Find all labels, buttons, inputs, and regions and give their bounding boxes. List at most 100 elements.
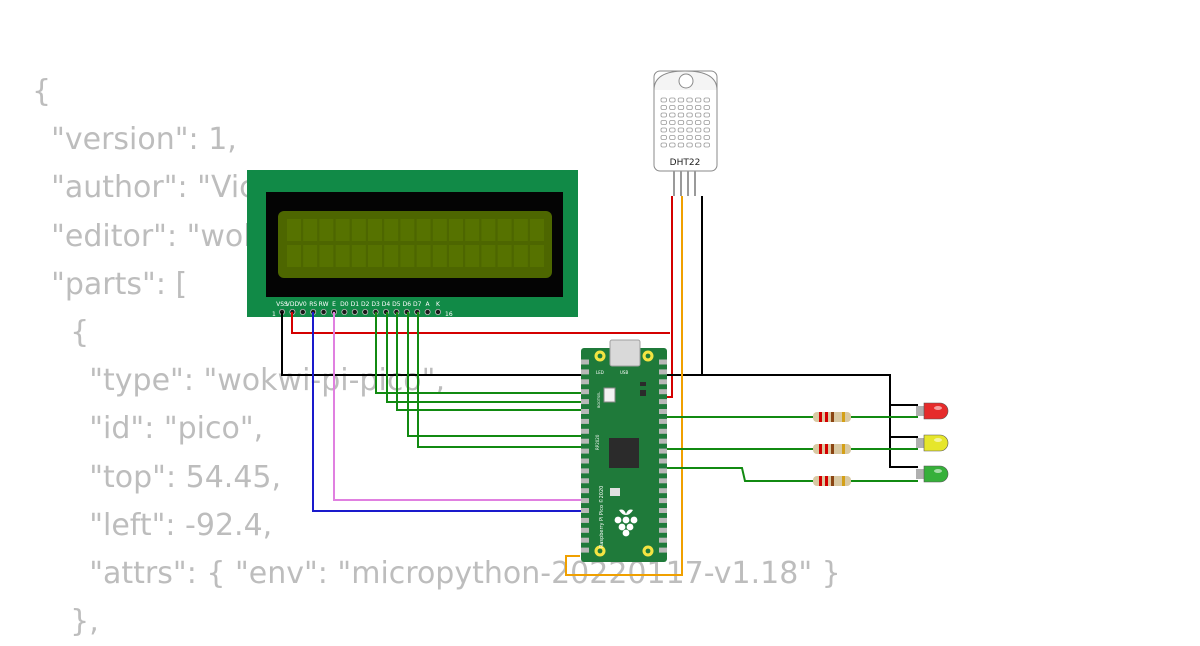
resistor-red[interactable] [813,412,851,422]
dht-vent [686,97,693,103]
wire-lcd-vss[interactable] [281,312,918,468]
lcd-pin-label: RS [309,301,317,308]
pico-pin-left[interactable] [581,438,589,444]
code-line: "parts": [ [32,266,188,302]
dht-vent [695,97,702,103]
silk-usb: USB [620,370,628,375]
lcd-pin[interactable] [434,308,441,315]
pico-pin-right[interactable] [659,448,667,454]
pico-pin-right[interactable] [659,547,667,553]
pico-pin-left[interactable] [581,389,589,395]
lcd-char-cell [449,219,463,241]
dht-vent [695,142,702,148]
pico-pin-right[interactable] [659,418,667,424]
lcd-char-cell [400,219,415,241]
lcd-pin[interactable] [341,308,348,315]
dht22-sensor[interactable]: DHT22 [653,70,718,196]
red-led[interactable] [916,402,949,420]
lcd-pin-first: 1 [272,311,276,318]
pico-pin-left[interactable] [581,517,589,523]
resistor-yellow[interactable] [813,444,851,454]
wire-lcd-d3[interactable] [417,312,586,448]
bootsel-button[interactable] [603,387,616,403]
dht-vent [695,127,702,133]
dht-vent [660,112,667,118]
pico-pin-left[interactable] [581,478,589,484]
pico-pin-left[interactable] [581,498,589,504]
lcd-pin[interactable] [424,308,431,315]
wire-lcd-e[interactable] [333,312,586,501]
wire-lcd-d4[interactable] [375,312,586,394]
wire-lcd-d6[interactable] [396,312,586,411]
resistor-green[interactable] [813,476,851,486]
pico-pin-left[interactable] [581,418,589,424]
lcd-char-cell [351,219,366,241]
lcd-char-cell [335,245,350,267]
pico-pin-headers [581,359,667,553]
wire-lcd-vdd[interactable] [291,312,670,334]
wire-lcd-d5[interactable] [386,312,586,403]
pico-pin-left[interactable] [581,369,589,375]
lcd-pin[interactable] [320,308,327,315]
wire-led-green[interactable] [662,467,820,482]
wire-lcd-d7[interactable] [407,312,586,437]
pico-pin-right[interactable] [659,399,667,405]
silk-board-name: Raspberry Pi Pico ©2020 [598,486,605,548]
pico-pin-left[interactable] [581,359,589,365]
dht22-mount-hole [678,73,694,89]
wire-lcd-rs[interactable] [312,312,586,512]
lcd-pin-label: D6 [403,301,412,308]
dht-vent [686,112,693,118]
dht-vent [660,97,667,103]
pico-pin-right[interactable] [659,369,667,375]
pico-pin-right[interactable] [659,508,667,513]
lcd-char-cell [368,219,382,241]
yellow-led[interactable] [916,434,949,452]
pico-pin-right[interactable] [659,488,667,494]
pico-pin-left[interactable] [581,448,589,454]
pico-pin-left[interactable] [581,458,589,464]
pico-pin-right[interactable] [659,359,667,365]
pico-pin-left[interactable] [581,409,589,414]
lcd-pin[interactable] [299,308,306,315]
pico-pin-left[interactable] [581,527,589,533]
lcd-char-cell [287,219,301,241]
pico-pin-right[interactable] [659,527,667,533]
pico-pin-right[interactable] [659,438,667,444]
pico-pin-right[interactable] [659,379,667,385]
pico-pin-left[interactable] [581,488,589,494]
lcd-char-cell [287,245,301,267]
pico-pin-right[interactable] [659,409,667,414]
pico-pin-left[interactable] [581,379,589,385]
dht-vent [669,135,676,140]
raspberry-logo-icon [614,509,638,537]
dht-vent [677,120,685,125]
pico-pin-left[interactable] [581,428,589,434]
pico-pin-right[interactable] [659,478,667,484]
pico-pin-left[interactable] [581,537,589,543]
green-led[interactable] [916,465,949,483]
lcd-pin-label: D1 [351,301,360,308]
lcd-pin[interactable] [351,308,358,315]
pico-pin-left[interactable] [581,547,589,553]
lcd-pin[interactable] [362,308,369,315]
raspberry-pi-pico[interactable]: LED USB BOOTSEL RP2020 Raspberry Pi Pico… [581,339,667,562]
pico-pin-right[interactable] [659,498,667,504]
pico-pin-right[interactable] [659,428,667,434]
lcd-char-cell [513,219,528,241]
pico-pin-right[interactable] [659,389,667,395]
pico-pin-left[interactable] [581,508,589,513]
lcd-char-cell [319,219,334,241]
pico-pin-right[interactable] [659,458,667,464]
dht-vent [669,127,676,133]
pico-pin-right[interactable] [659,537,667,543]
pico-pin-right[interactable] [659,468,667,474]
lcd-pin-label: D0 [340,301,349,308]
lcd-char-cell [416,219,431,241]
pico-pin-left[interactable] [581,468,589,474]
pico-pin-left[interactable] [581,399,589,405]
dht-vent [686,105,693,110]
pico-pin-right[interactable] [659,517,667,523]
